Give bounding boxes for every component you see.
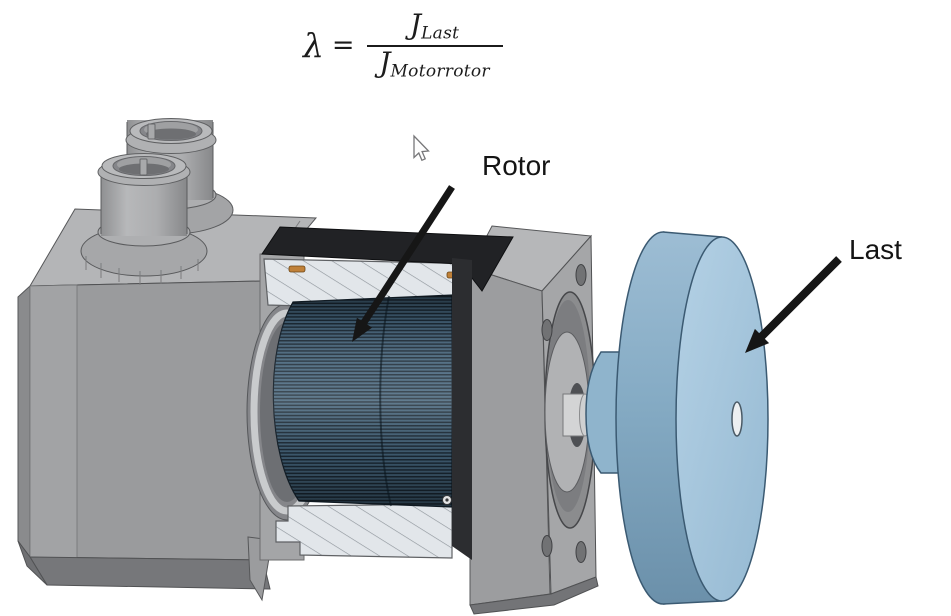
mounting-hole bbox=[541, 319, 553, 341]
mounting-hole bbox=[575, 264, 587, 286]
load-disk bbox=[615, 231, 769, 605]
stator-cover-top bbox=[261, 226, 514, 292]
last-annotation-arrow bbox=[745, 256, 842, 353]
inertia-ratio-formula: λ = JLast JMotorrotor bbox=[303, 8, 503, 82]
formula-equals: = bbox=[331, 29, 355, 61]
rotor-annotation-arrow bbox=[352, 185, 455, 342]
stator-end-plate bbox=[452, 258, 472, 560]
rotor-label: Rotor bbox=[482, 150, 551, 181]
motor-connector-front bbox=[80, 153, 208, 285]
formula-denominator: JMotorrotor bbox=[379, 45, 490, 82]
rotor-laminated-core bbox=[272, 294, 453, 508]
winding-copper bbox=[288, 265, 306, 273]
formula-fraction: JLast JMotorrotor bbox=[366, 8, 503, 82]
mounting-hole bbox=[541, 535, 553, 557]
fraction-bar bbox=[366, 44, 503, 47]
motor-front-flange bbox=[469, 225, 599, 615]
formula-numerator: JLast bbox=[409, 8, 460, 44]
last-label: Last bbox=[849, 234, 902, 265]
mounting-hole bbox=[575, 541, 587, 563]
stator-section-bottom bbox=[275, 503, 453, 559]
load-assembly bbox=[585, 231, 769, 605]
mouse-pointer-icon bbox=[413, 134, 430, 162]
disk-center-hole bbox=[731, 401, 743, 437]
formula-lambda: λ bbox=[303, 25, 324, 65]
cutaway-section bbox=[246, 253, 487, 561]
